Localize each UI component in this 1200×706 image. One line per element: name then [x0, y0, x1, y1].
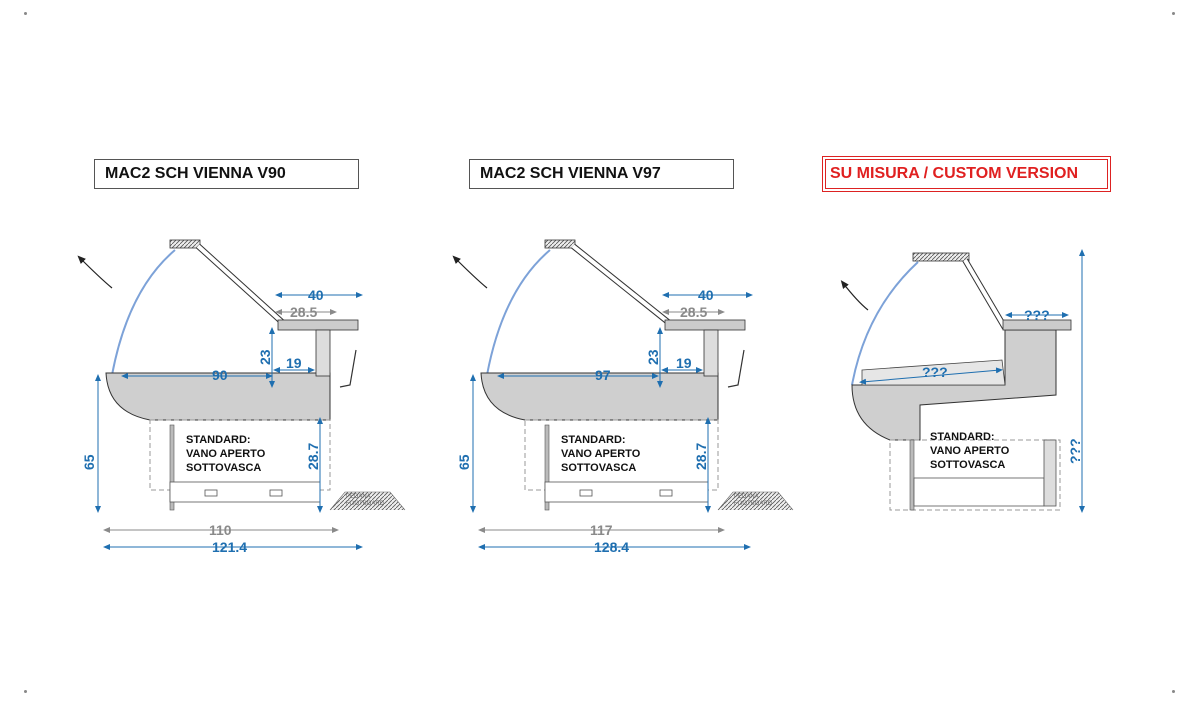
svg-text:STANDARD:: STANDARD: [561, 434, 626, 446]
svg-text:28.7: 28.7 [305, 443, 321, 470]
panel3-drawing: ??? ??? ??? STANDARD: VANO APERTO SOTTOV… [840, 249, 1085, 513]
svg-text:STANDARD:: STANDARD: [186, 434, 251, 446]
svg-text:19: 19 [676, 355, 692, 371]
panel3-title: SU MISURA / CUSTOM VERSION [822, 156, 1111, 192]
svg-text:PEDANA: PEDANA [734, 494, 759, 500]
curved-glass [851, 261, 919, 386]
svg-text:65: 65 [81, 454, 97, 470]
svg-text:65: 65 [456, 454, 472, 470]
svg-text:23: 23 [257, 349, 273, 365]
lift-arrow-icon [452, 255, 488, 289]
top-light-panel [169, 239, 201, 249]
lift-arrow-icon [840, 280, 869, 311]
svg-text:90: 90 [212, 367, 228, 383]
svg-text:PEDANA: PEDANA [346, 494, 371, 500]
svg-text:97: 97 [595, 367, 611, 383]
svg-text:VANO APERTO: VANO APERTO [561, 448, 641, 460]
svg-text:121.4: 121.4 [212, 539, 247, 555]
svg-text:28.5: 28.5 [290, 304, 317, 320]
svg-text:SOTTOVASCA: SOTTOVASCA [186, 462, 261, 474]
footboard [717, 491, 794, 511]
svg-text:23: 23 [645, 349, 661, 365]
svg-text:STANDARD:: STANDARD: [930, 431, 995, 443]
svg-text:SOTTOVASCA: SOTTOVASCA [561, 462, 636, 474]
svg-text:???: ??? [1067, 438, 1083, 464]
svg-text:???: ??? [1024, 307, 1050, 323]
curved-glass [111, 249, 176, 376]
footboard [329, 491, 406, 511]
svg-text:VANO APERTO: VANO APERTO [930, 445, 1010, 457]
lift-arrow-icon [77, 255, 113, 289]
panel2-drawing: PEDANA FOOTBOARD 40 28.5 23 19 97 65 28.… [452, 239, 794, 555]
svg-text:40: 40 [698, 287, 714, 303]
svg-text:110: 110 [209, 522, 232, 538]
svg-text:28.5: 28.5 [680, 304, 707, 320]
service-shelf [277, 319, 359, 331]
svg-text:128.4: 128.4 [594, 539, 629, 555]
panel2-title: MAC2 SCH VIENNA V97 [469, 159, 734, 189]
curved-glass [486, 249, 551, 376]
svg-text:40: 40 [308, 287, 324, 303]
svg-text:FOOTBOARD: FOOTBOARD [734, 501, 773, 507]
top-light-panel [912, 252, 970, 262]
service-shelf [664, 319, 746, 331]
svg-text:28.7: 28.7 [693, 443, 709, 470]
panel1-title: MAC2 SCH VIENNA V90 [94, 159, 359, 189]
svg-text:???: ??? [922, 364, 948, 380]
svg-text:19: 19 [286, 355, 302, 371]
svg-text:VANO APERTO: VANO APERTO [186, 448, 266, 460]
panel1-drawing: PEDANA FOOTBOARD 40 28.5 23 19 90 65 28.… [77, 239, 406, 555]
svg-text:SOTTOVASCA: SOTTOVASCA [930, 459, 1005, 471]
svg-text:117: 117 [590, 522, 613, 538]
service-shelf [1002, 319, 1072, 331]
top-light-panel [544, 239, 576, 249]
svg-text:FOOTBOARD: FOOTBOARD [346, 501, 385, 507]
